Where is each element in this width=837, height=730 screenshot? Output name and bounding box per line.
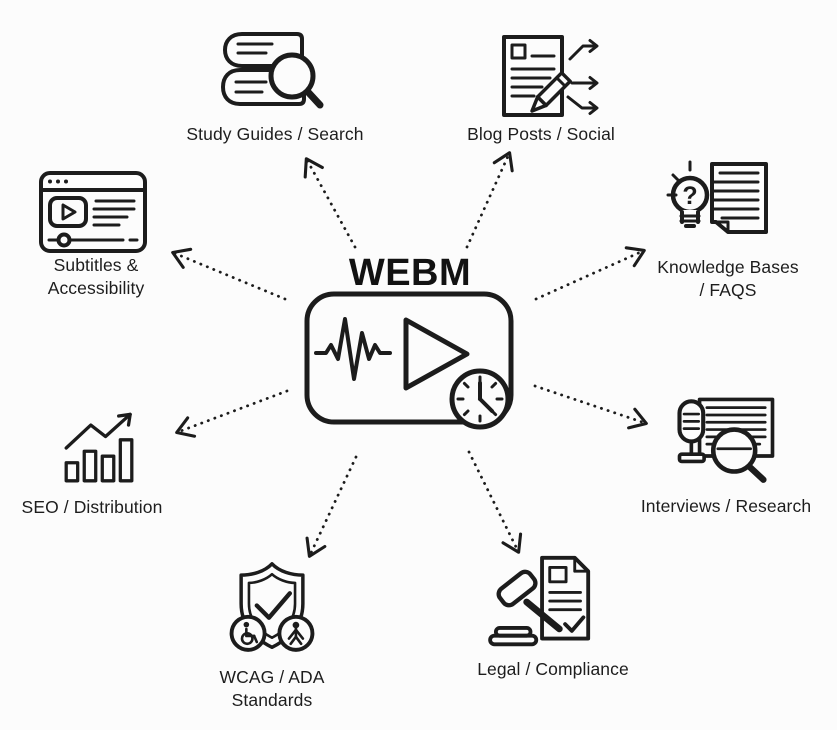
- shield-icon: [239, 562, 305, 650]
- label-subtitles-accessibility: Subtitles & Accessibility: [47, 255, 145, 299]
- label-seo-distribution: SEO / Distribution: [21, 497, 163, 517]
- clock-icon: [449, 368, 511, 430]
- gavel-document-icon: [488, 555, 591, 647]
- shield-check-accessibility-icon: [229, 562, 315, 652]
- faq-document-icon: [710, 162, 768, 234]
- player-frame: [304, 291, 514, 425]
- arrow-to-wcag: [305, 455, 358, 558]
- label-blog-posts-social: Blog Posts / Social: [467, 124, 615, 144]
- bars-icon: [64, 438, 134, 483]
- arrow-to-study-guides: [303, 157, 357, 249]
- browser-frame: [39, 171, 147, 253]
- window-dots-icon: [48, 179, 68, 184]
- arrow-to-blog-posts: [465, 151, 514, 249]
- caption-lines-icon: [92, 199, 136, 227]
- arrow-to-legal: [467, 450, 523, 554]
- pencil-icon: [530, 71, 572, 113]
- lightbulb-icon: ?: [666, 160, 710, 228]
- gavel-icon: [488, 569, 563, 647]
- webm-video-player-icon: [304, 291, 514, 430]
- share-arrows-icon: [566, 39, 599, 115]
- progress-bar-icon: [47, 232, 139, 248]
- label-knowledge-bases-faqs: Knowledge Bases / FAQS: [657, 257, 799, 301]
- question-mark-glyph: ?: [682, 182, 697, 210]
- magnifier-icon: [268, 52, 324, 109]
- books-magnifier-icon: [221, 32, 324, 109]
- label-wcag-ada-standards: WCAG / ADA Standards: [219, 667, 325, 711]
- arrow-to-seo: [175, 389, 289, 438]
- arrow-to-subtitles: [171, 247, 287, 301]
- waveform-icon: [314, 317, 392, 381]
- microphone-icon: [677, 399, 706, 464]
- label-study-guides-search: Study Guides / Search: [186, 124, 364, 144]
- document-pencil-share-icon: [502, 35, 599, 117]
- trend-arrow-icon: [64, 412, 132, 450]
- document-icon: [502, 35, 564, 117]
- video-player-captions-icon: [39, 171, 147, 253]
- arrow-to-interviews: [533, 384, 648, 430]
- play-icon: [403, 317, 470, 391]
- play-thumbnail-icon: [48, 196, 88, 228]
- microphone-document-magnifier-icon: [677, 397, 775, 483]
- wheelchair-accessibility-icon: [229, 614, 267, 652]
- lightbulb-question-document-icon: ?: [666, 160, 768, 234]
- person-icon: [277, 614, 315, 652]
- bar-chart-growth-icon: [64, 412, 134, 483]
- arrow-to-knowledge-bases: [534, 246, 646, 301]
- legal-document-icon: [540, 555, 591, 641]
- label-legal-compliance: Legal / Compliance: [477, 659, 629, 679]
- label-interviews-research: Interviews / Research: [640, 496, 812, 516]
- center-title: WEBM: [348, 252, 472, 294]
- research-magnifier-icon: [710, 427, 767, 483]
